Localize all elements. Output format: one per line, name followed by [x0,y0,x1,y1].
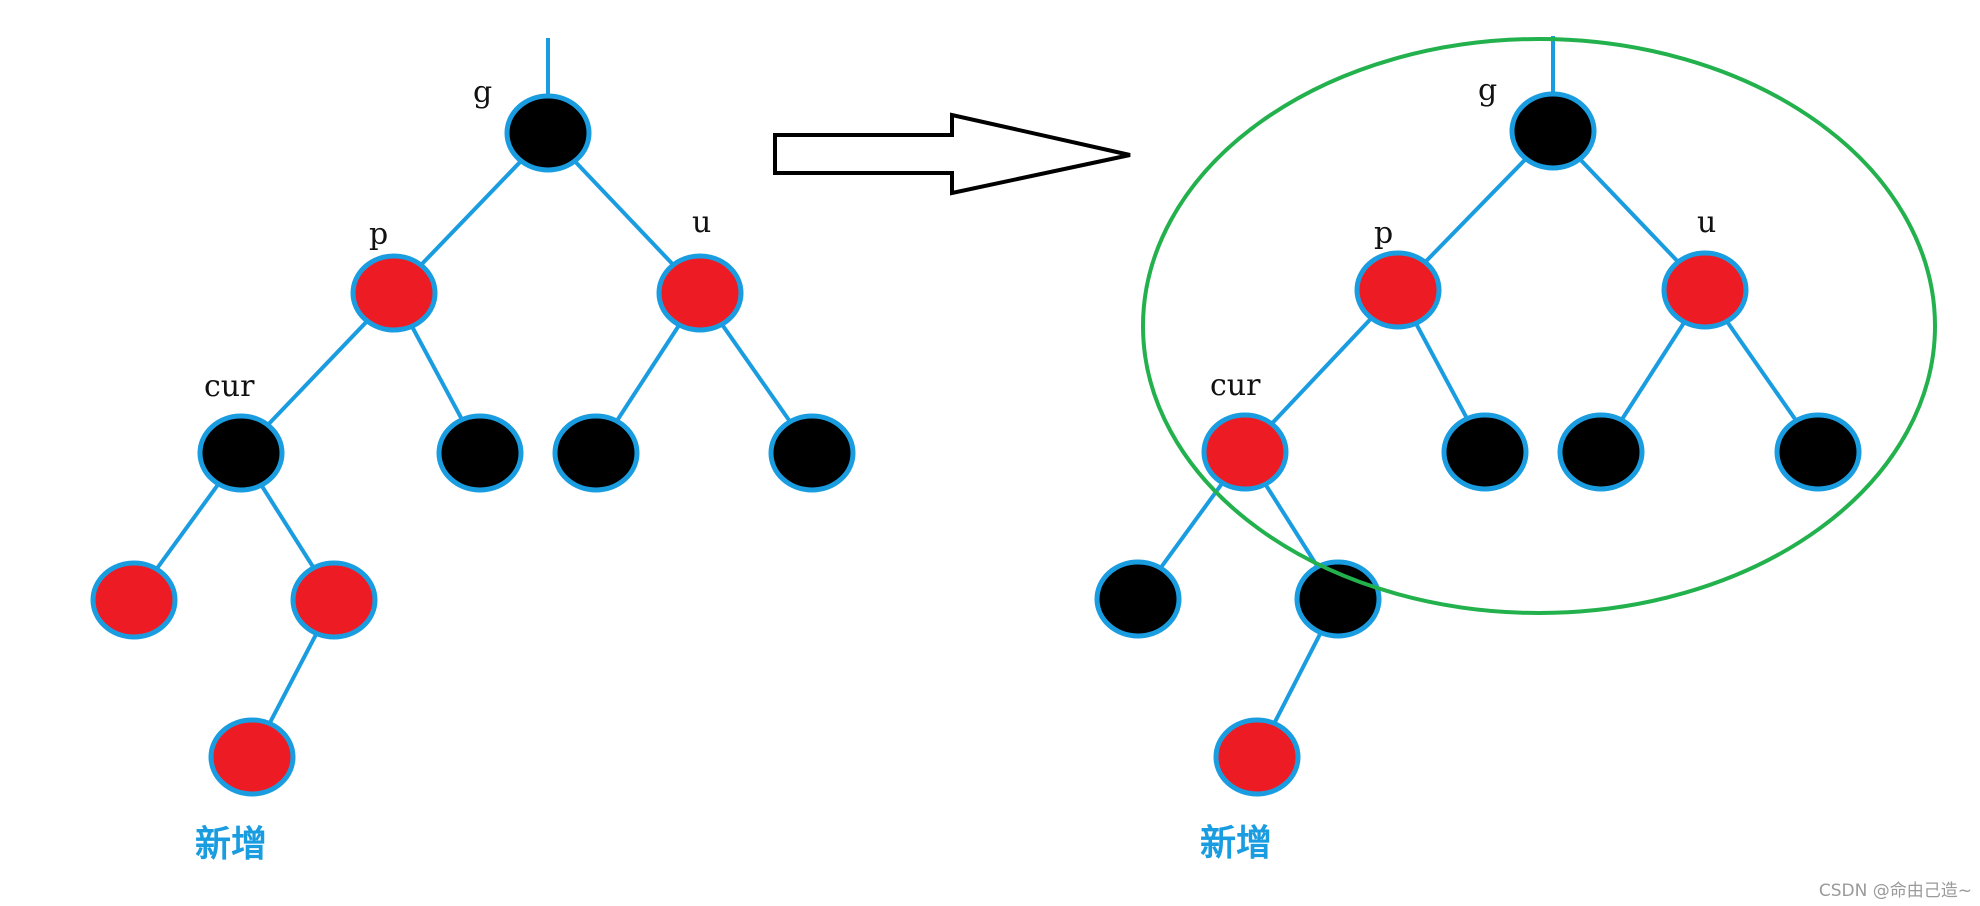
right-tree-nodes [1094,91,1862,797]
transition-arrow [773,112,1131,196]
label-cur: cur [1210,368,1261,403]
node-u-left [552,413,640,493]
right-arrow-icon [773,112,1131,196]
label-g: g [1478,73,1497,108]
right-tree: g p u cur 新增 [1094,36,1937,864]
node-p-right [1441,412,1529,492]
label-g: g [473,75,492,110]
node-p-right [436,413,524,493]
left-tree: g p u cur 新增 [90,38,856,865]
caption-new-node: 新增 [195,824,267,865]
node-cur-left [90,560,178,640]
node-new [208,717,296,797]
label-p: p [369,217,388,252]
node-g [1509,91,1597,171]
node-g [504,93,592,173]
label-cur: cur [204,369,255,404]
node-cur-right [290,560,378,640]
node-p [350,253,438,333]
node-p [1354,250,1442,330]
label-u: u [692,205,711,240]
node-u-right [1774,412,1862,492]
node-cur [197,413,285,493]
caption-new-node: 新增 [1200,823,1272,864]
node-u-left [1557,412,1645,492]
label-u: u [1697,205,1716,240]
node-new [1213,717,1301,797]
watermark: CSDN @命由己造~ [1819,881,1972,901]
node-u [656,253,744,333]
highlight-ellipse [1141,37,1937,615]
label-p: p [1374,216,1393,251]
node-u-right [768,413,856,493]
node-u [1661,250,1749,330]
node-cur-left [1094,559,1182,639]
left-tree-nodes [90,93,856,797]
node-cur [1201,412,1289,492]
